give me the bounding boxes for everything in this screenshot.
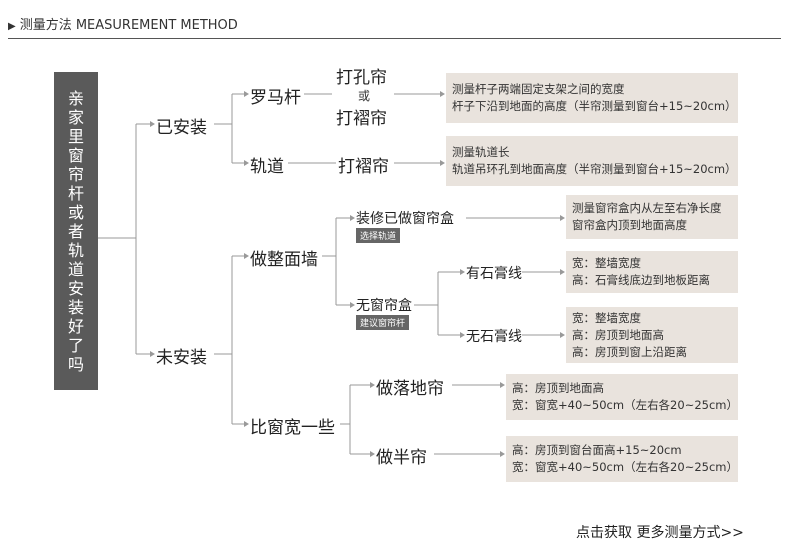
- info-line: 高：房顶到地面高: [512, 381, 604, 395]
- node-installed: 已安装: [156, 113, 207, 138]
- section-title: 测量方法 MEASUREMENT METHOD: [19, 18, 238, 33]
- info-line: 测量窗帘盒内从左至右净长度: [572, 201, 722, 215]
- info-box-roman-rod: 测量杆子两端固定支架之间的宽度 杆子下沿到地面的高度（半帘测量到窗台+15~20…: [446, 73, 738, 123]
- info-box-half-curtain: 高：房顶到窗台面高+15~20cm 宽：窗宽+40~50cm（左右各20~25c…: [506, 436, 738, 482]
- info-box-curtain-box: 测量窗帘盒内从左至右净长度 窗帘盒内顶到地面高度: [566, 195, 738, 239]
- more-methods-link[interactable]: 点击获取 更多测量方式>>: [576, 525, 744, 541]
- info-line: 宽：窗宽+40~50cm（左右各20~25cm）: [512, 398, 738, 412]
- node-wider-than-window: 比窗宽一些: [250, 413, 335, 438]
- info-line: 宽：窗宽+40~50cm（左右各20~25cm）: [512, 460, 738, 474]
- info-box-no-cornice: 宽：整墙宽度 高：房顶到地面高 高：房顶到窗上沿距离: [566, 307, 738, 363]
- info-line: 高：石膏线底边到地板距离: [572, 273, 710, 287]
- info-box-with-cornice: 宽：整墙宽度 高：石膏线底边到地板距离: [566, 251, 738, 293]
- info-line: 高：房顶到窗台面高+15~20cm: [512, 443, 682, 457]
- tag-suggest-rod: 建议窗帘杆: [356, 315, 410, 330]
- node-track: 轨道: [250, 152, 284, 177]
- node-full-wall: 做整面墙: [250, 245, 318, 270]
- info-line: 宽：整墙宽度: [572, 310, 641, 325]
- node-pleat-curtain-2: 打褶帘: [338, 152, 389, 177]
- info-line: 高：房顶到窗上沿距离: [572, 344, 687, 359]
- info-line: 窗帘盒内顶到地面高度: [572, 218, 687, 232]
- node-with-curtain-box: 装修已做窗帘盒: [356, 208, 454, 228]
- node-roman-rod: 罗马杆: [250, 83, 301, 108]
- root-question-text: 亲家里窗帘杆或者轨道安装好了吗: [67, 88, 84, 374]
- node-with-cornice: 有石膏线: [466, 263, 522, 283]
- info-box-track: 测量轨道长 轨道吊环孔到地面高度（半帘测量到窗台+15~20cm）: [446, 136, 738, 186]
- info-line: 宽：整墙宽度: [572, 256, 641, 270]
- node-floor-curtain: 做落地帘: [376, 374, 444, 399]
- section-header: ▶测量方法 MEASUREMENT METHOD: [8, 14, 238, 33]
- info-line: 轨道吊环孔到地面高度（半帘测量到窗台+15~20cm）: [452, 162, 737, 176]
- node-pleat-curtain-1: 打褶帘: [336, 104, 387, 129]
- root-question-box: 亲家里窗帘杆或者轨道安装好了吗: [54, 72, 98, 390]
- node-half-curtain: 做半帘: [376, 443, 427, 468]
- node-no-cornice: 无石膏线: [466, 326, 522, 346]
- node-not-installed: 未安装: [156, 343, 207, 368]
- node-punch-curtain: 打孔帘: [336, 63, 387, 88]
- header-divider: [8, 38, 781, 39]
- tag-choose-track: 选择轨道: [356, 228, 401, 243]
- triangle-marker-icon: ▶: [8, 21, 16, 32]
- info-line: 高：房顶到地面高: [572, 327, 664, 342]
- node-no-curtain-box: 无窗帘盒: [356, 295, 412, 315]
- info-line: 测量杆子两端固定支架之间的宽度: [452, 82, 625, 96]
- info-line: 杆子下沿到地面的高度（半帘测量到窗台+15~20cm）: [452, 99, 737, 113]
- info-box-floor-curtain: 高：房顶到地面高 宽：窗宽+40~50cm（左右各20~25cm）: [506, 374, 738, 420]
- info-line: 测量轨道长: [452, 145, 510, 159]
- or-label: 或: [358, 89, 371, 103]
